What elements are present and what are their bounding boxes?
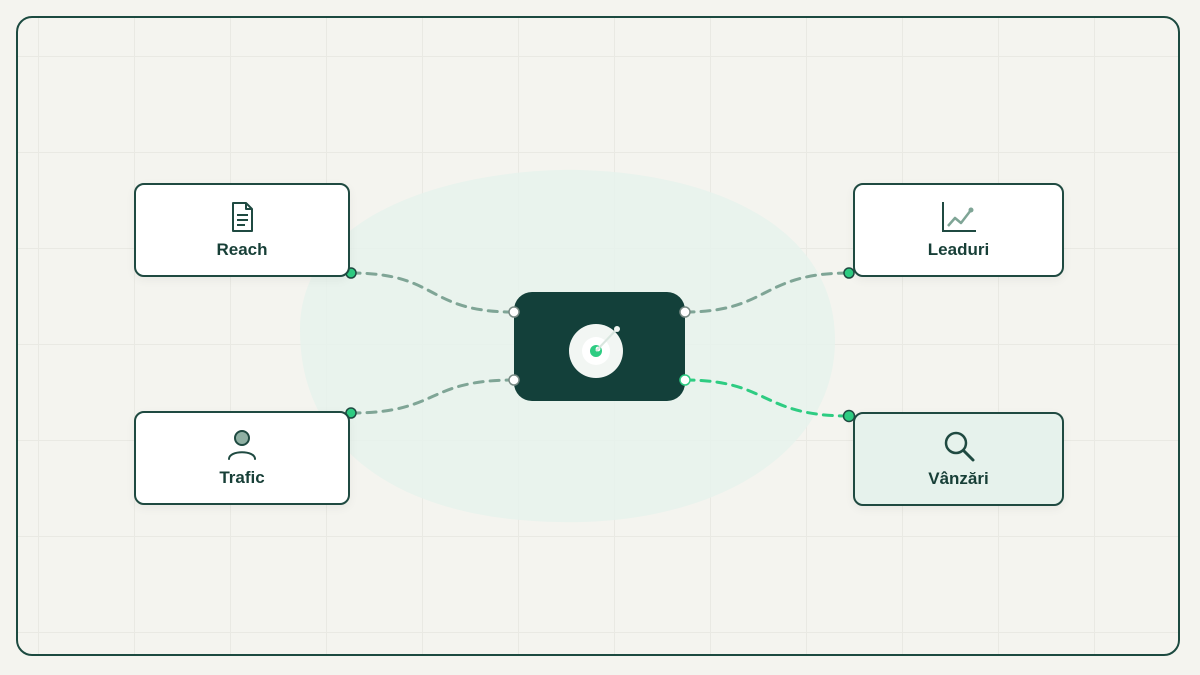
node-vanzari[interactable]: Vânzări: [853, 412, 1064, 506]
node-reach[interactable]: Reach: [134, 183, 350, 277]
line-chart-icon: [941, 202, 976, 232]
hub-node[interactable]: [514, 292, 685, 401]
node-leaduri[interactable]: Leaduri: [853, 183, 1064, 277]
connector-trafic-hub: [349, 378, 516, 415]
document-icon: [232, 202, 253, 232]
connector-hub-vanzari: [683, 378, 851, 418]
target-icon: [568, 323, 623, 378]
connector-hub-leaduri: [683, 271, 851, 314]
node-trafic[interactable]: Trafic: [134, 411, 350, 505]
node-label: Trafic: [219, 468, 265, 487]
user-icon: [228, 430, 256, 460]
node-label: Leaduri: [927, 240, 990, 259]
connector-reach-hub: [349, 271, 516, 314]
node-label: Reach: [216, 240, 268, 259]
node-label: Vânzări: [928, 469, 989, 488]
search-icon: [944, 431, 974, 462]
